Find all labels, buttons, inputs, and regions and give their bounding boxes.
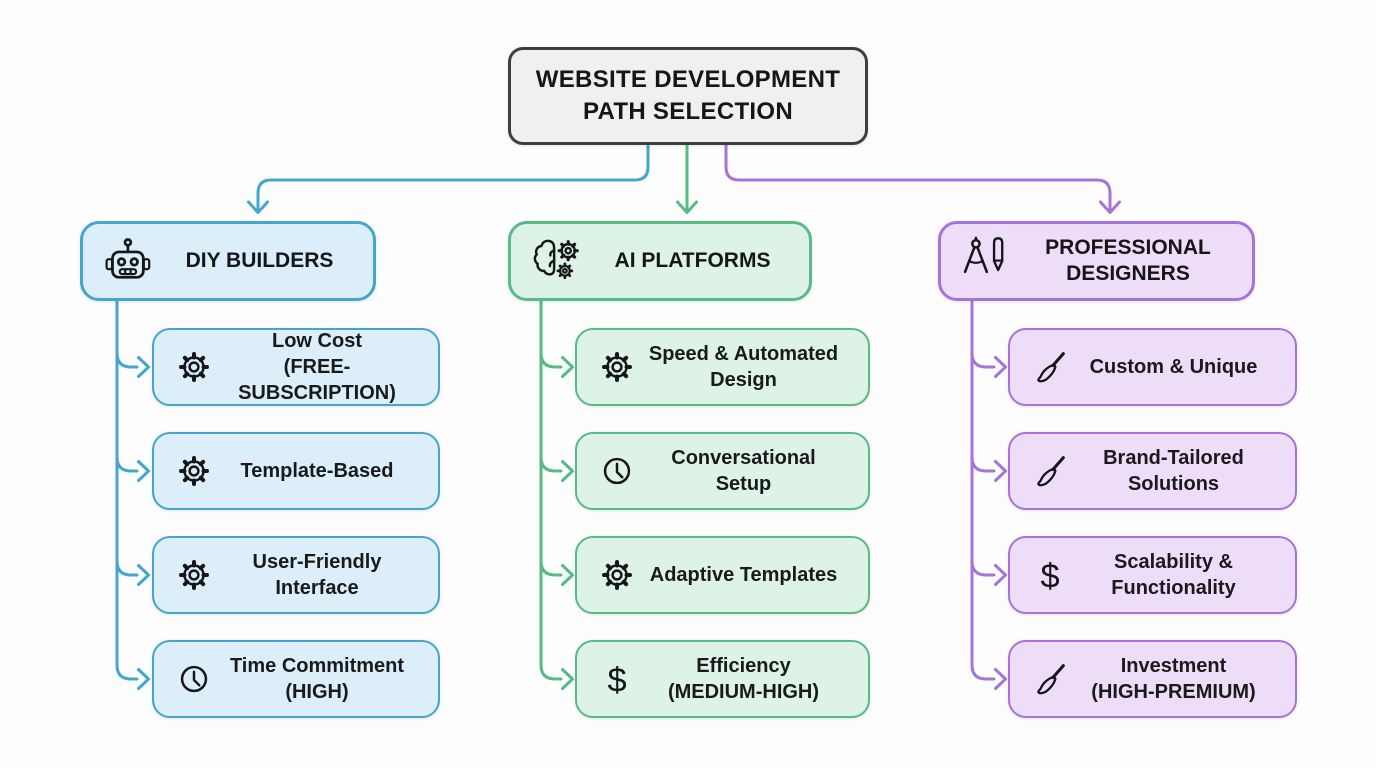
diy-item-low-cost-label: Low Cost(FREE-SUBSCRIPTION) [238,330,396,404]
professional-designers-label: PROFESSIONAL DESIGNERS [1045,236,1211,285]
ai-item-efficiency-label: Efficiency(MEDIUM-HIGH) [667,655,820,703]
pro-item-scalability-label: Scalability &Functionality [1111,551,1236,599]
diy-item-time-commitment-label: Time Commitment(HIGH) [229,655,405,703]
pro-item-investment-label: Investment(HIGH-PREMIUM) [1091,655,1256,703]
pro-item-scalability: Scalability &Functionality [1008,536,1297,614]
clock-icon [173,658,215,700]
ai-item-adaptive-templates: Adaptive Templates [575,536,870,614]
pro-item-investment: Investment(HIGH-PREMIUM) [1008,640,1297,718]
root-title-line-1: WEBSITE DEVELOPMENT [535,66,841,94]
ai-platforms-header: AI PLATFORMS [508,221,812,301]
diy-item-time-commitment: Time Commitment(HIGH) [152,640,440,718]
ai-platforms-label: AI PLATFORMS [614,249,771,273]
paintbrush-icon [1029,346,1071,388]
dollar-icon [596,658,638,700]
gear-icon [173,554,215,596]
diy-item-template-based-label: Template-Based [240,460,394,482]
ai-item-efficiency: Efficiency(MEDIUM-HIGH) [575,640,870,718]
gear-icon [173,450,215,492]
ai-item-adaptive-templates-label: Adaptive Templates [649,564,838,586]
compass-pencil-icon [956,232,1014,290]
root-node-title: WEBSITE DEVELOPMENT PATH SELECTION [508,47,868,145]
diy-builders-label: DIY BUILDERS [185,249,334,273]
gear-icon [596,346,638,388]
diy-item-low-cost: Low Cost(FREE-SUBSCRIPTION) [152,328,440,406]
root-title-line-2: PATH SELECTION [583,98,793,125]
diy-builders-header: DIY BUILDERS [80,221,376,301]
brain-gears-icon [526,231,586,291]
gear-icon [173,346,215,388]
clock-icon [596,450,638,492]
robot-icon [98,232,156,290]
diy-item-template-based: Template-Based [152,432,440,510]
paintbrush-icon [1029,658,1071,700]
gear-icon [596,554,638,596]
pro-item-custom-unique: Custom & Unique [1008,328,1297,406]
paintbrush-icon [1029,450,1071,492]
dollar-icon [1029,554,1071,596]
professional-designers-header: PROFESSIONAL DESIGNERS [938,221,1255,301]
pro-item-custom-unique-label: Custom & Unique [1089,356,1258,378]
